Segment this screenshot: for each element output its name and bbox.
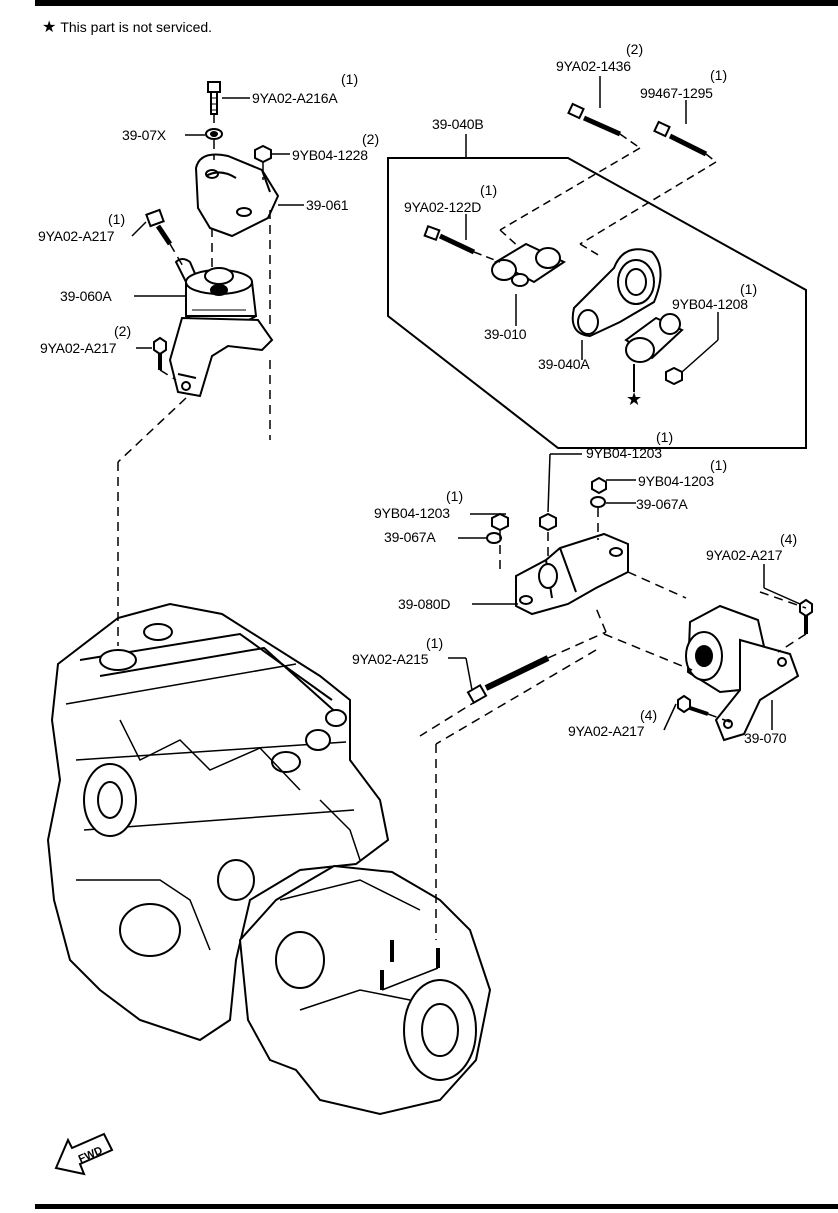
rear-mount-box-group xyxy=(387,76,807,449)
callout-qty: (4) xyxy=(640,707,658,723)
note-text: This part is not serviced. xyxy=(60,19,213,35)
star-icon: ★ xyxy=(626,389,642,409)
transmission-illustration xyxy=(238,864,492,1116)
part-number-label: 39-061 xyxy=(306,197,349,213)
part-number-label: 9YA02-A217 xyxy=(38,228,115,244)
part-number-label: 99467-1295 xyxy=(640,85,713,101)
part-number-label: 9YA02-A216A xyxy=(252,90,338,106)
part-number-label: 39-067A xyxy=(384,529,436,545)
part-number-label: 39-07X xyxy=(122,127,166,143)
callout-qty: (2) xyxy=(114,323,132,339)
callout-qty: (2) xyxy=(626,41,644,57)
callout-qty: (1) xyxy=(108,211,126,227)
callout-qty: (1) xyxy=(426,635,444,651)
part-number-label: 39-040A xyxy=(538,356,590,372)
engine-mount-upper-assembly xyxy=(145,81,280,398)
part-number-label: 39-080D xyxy=(398,596,451,612)
part-number-label: 9YA02-1436 xyxy=(556,58,631,74)
callout-leaders xyxy=(131,97,801,731)
part-number-label: 9YA02-A217 xyxy=(40,340,117,356)
dashed-guide-lines xyxy=(117,114,807,940)
part-number-label: 9YB04-1203 xyxy=(586,445,662,461)
part-number-label: 9YB04-1203 xyxy=(638,473,714,489)
bracket-39-080D xyxy=(486,476,629,616)
callout-qty: (1) xyxy=(446,488,464,504)
part-number-label: 9YA02-A217 xyxy=(568,723,645,739)
forward-direction-arrow: FWD xyxy=(54,1132,114,1176)
part-number-label: 9YB04-1228 xyxy=(292,147,368,163)
long-bolt-9YA02-A215 xyxy=(466,655,550,705)
callout-qty: (1) xyxy=(710,67,728,83)
bottom-border xyxy=(35,1204,838,1209)
part-number-label: 39-067A xyxy=(636,496,688,512)
star-icon: ★ xyxy=(42,19,57,36)
part-number-label: 39-040B xyxy=(432,116,484,132)
part-number-label: 9YA02-A217 xyxy=(706,547,783,563)
callout-qty: (1) xyxy=(341,71,359,87)
part-number-label: 9YB04-1208 xyxy=(672,296,748,312)
transmission-mount-39-070 xyxy=(677,598,813,742)
part-number-label: 9YB04-1203 xyxy=(374,505,450,521)
engine-block-illustration xyxy=(46,602,390,1042)
part-number-label: 9YA02-A215 xyxy=(352,651,429,667)
callout-qty: (4) xyxy=(780,531,798,547)
part-number-label: 39-010 xyxy=(484,326,527,342)
callout-qty: (1) xyxy=(740,281,758,297)
part-number-label: 9YA02-122D xyxy=(404,199,482,215)
callout-qty: (1) xyxy=(656,429,674,445)
callout-qty: (2) xyxy=(362,131,380,147)
part-number-label: 39-060A xyxy=(60,288,112,304)
top-border xyxy=(35,0,838,6)
callout-qty: (1) xyxy=(480,182,498,198)
part-number-label: 39-070 xyxy=(744,730,787,746)
callout-qty: (1) xyxy=(710,457,728,473)
not-serviced-note: ★This part is not serviced. xyxy=(42,19,212,36)
